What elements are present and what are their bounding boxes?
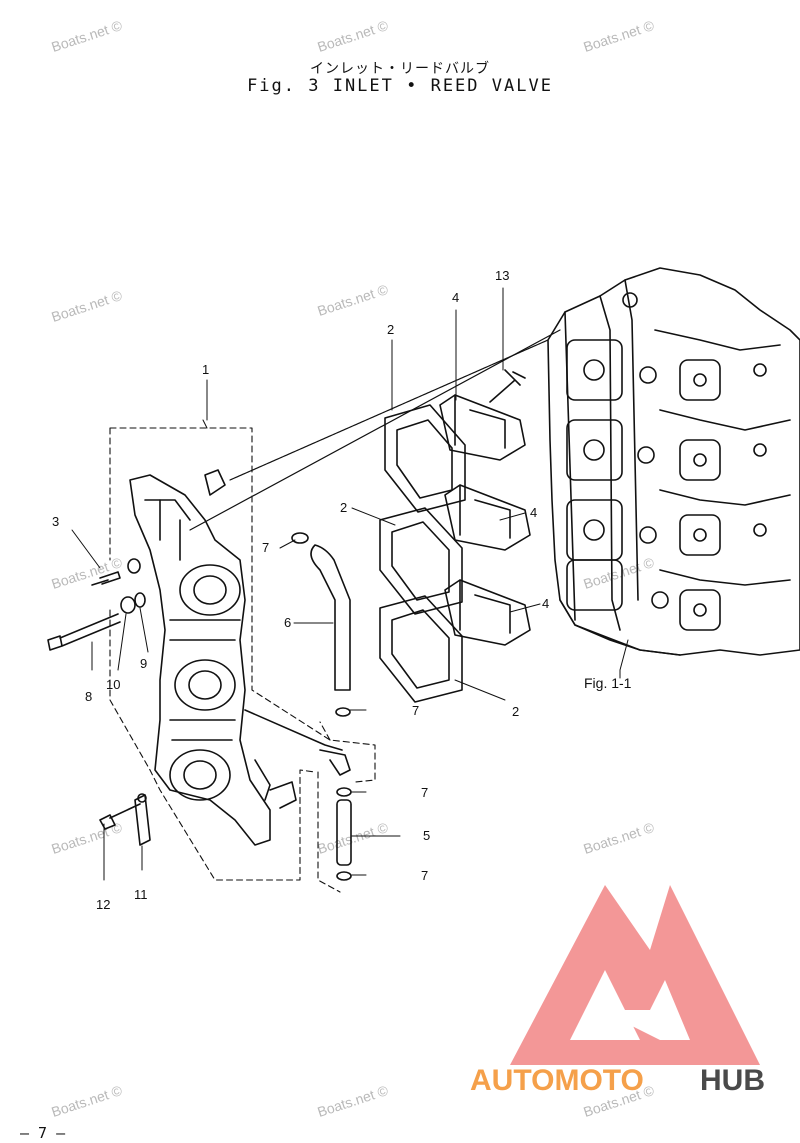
- callout-3: 3: [52, 514, 59, 529]
- callout-5: 5: [423, 828, 430, 843]
- title-english: Fig. 3 INLET • REED VALVE: [247, 76, 553, 96]
- logo-triangle: [510, 885, 760, 1065]
- clip: [336, 871, 352, 881]
- callout-2: 2: [512, 704, 519, 719]
- callout-8: 8: [85, 689, 92, 704]
- callout-1: 1: [202, 362, 209, 377]
- clip: [291, 532, 309, 544]
- callout-12: 12: [96, 897, 110, 912]
- callout-7: 7: [412, 703, 419, 718]
- callout-2: 2: [387, 322, 394, 337]
- brand-logo: AUTOMOTO HUB: [470, 885, 765, 1097]
- title-japanese: インレット・リードバルブ: [310, 61, 490, 77]
- callout-7: 7: [421, 868, 428, 883]
- callout-4: 4: [452, 290, 459, 305]
- callout-13: 13: [495, 268, 509, 283]
- fitting: [134, 794, 151, 846]
- callout-4: 4: [542, 596, 549, 611]
- page-number: – 7 –: [20, 1124, 66, 1142]
- callout-6: 6: [284, 615, 291, 630]
- bolt: [47, 613, 121, 651]
- callout-10: 10: [106, 677, 120, 692]
- reference-label: Fig. 1-1: [584, 675, 632, 691]
- intake-manifold: [129, 469, 351, 846]
- callout-9: 9: [140, 656, 147, 671]
- callout-4: 4: [530, 505, 537, 520]
- callout-11: 11: [134, 887, 148, 902]
- hose: [336, 799, 352, 866]
- gaskets: [379, 404, 466, 703]
- clip: [335, 707, 351, 717]
- clip: [336, 787, 352, 797]
- screw: [489, 369, 526, 403]
- washer: [120, 596, 136, 614]
- callout-2: 2: [340, 500, 347, 515]
- bolt: [91, 571, 121, 586]
- logo-text-hub: HUB: [700, 1064, 765, 1097]
- bolt: [99, 803, 141, 830]
- washer: [127, 558, 141, 574]
- callout-7: 7: [262, 540, 269, 555]
- logo-text-automoto: AUTOMOTO: [470, 1064, 644, 1097]
- callout-7: 7: [421, 785, 428, 800]
- engine-block-outline: [547, 267, 800, 656]
- logo-inner-shape: [570, 970, 690, 1040]
- washer: [134, 592, 146, 608]
- hose: [310, 544, 351, 691]
